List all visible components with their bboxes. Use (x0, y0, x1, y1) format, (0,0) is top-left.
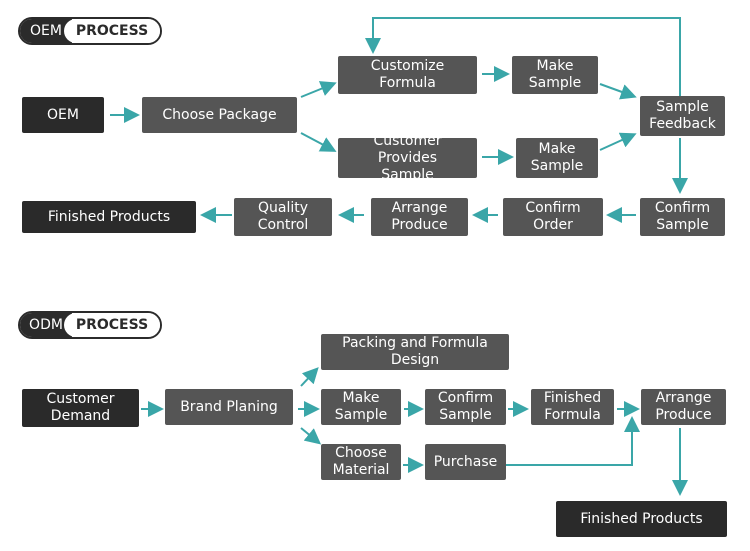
node-choose-package: Choose Package (142, 97, 297, 133)
node-quality-control: Quality Control (234, 198, 332, 236)
badge-left-label: OEM (20, 19, 72, 43)
node-confirm-order: Confirm Order (503, 198, 603, 236)
arrow-package-to-customize (300, 81, 337, 98)
arrow-feedback-loop (365, 17, 681, 96)
node-sample-feedback: Sample Feedback (640, 96, 725, 136)
badge-right-label: PROCESS (64, 19, 160, 43)
node-customer-provides-sample: Customer Provides Sample (338, 133, 477, 183)
node-make-sample-2: Make Sample (516, 138, 598, 178)
node-confirm-sample: Confirm Sample (425, 389, 506, 425)
node-oem: OEM (22, 97, 104, 133)
node-make-sample-1: Make Sample (512, 56, 598, 94)
node-choose-material: Choose Material (321, 444, 401, 480)
arrow-make1-to-feedback (599, 83, 637, 100)
node-make-sample: Make Sample (321, 389, 401, 425)
node-customize-formula: Customize Formula (338, 56, 477, 94)
badge-left-label: ODM (20, 313, 72, 337)
arrow-purchase-to-arrange (506, 416, 640, 466)
badge-right-label: PROCESS (64, 313, 160, 337)
node-brand-planing: Brand Planing (165, 389, 293, 425)
arrow-make2-to-feedback (599, 132, 637, 151)
node-arrange-produce: Arrange Produce (641, 389, 726, 425)
node-customer-demand: Customer Demand (22, 389, 139, 427)
arrow-brand-to-material (300, 427, 322, 445)
arrow-package-to-provides (300, 132, 337, 152)
oem-process-badge: OEM PROCESS (18, 17, 162, 45)
node-confirm-sample: Confirm Sample (640, 198, 725, 236)
node-arrange-produce: Arrange Produce (371, 198, 468, 236)
node-finished-products: Finished Products (22, 201, 196, 233)
node-finished-products: Finished Products (556, 501, 727, 537)
node-packing-formula-design: Packing and Formula Design (321, 334, 509, 370)
arrow-brand-to-packing (300, 367, 319, 387)
odm-process-badge: ODM PROCESS (18, 311, 162, 339)
node-finished-formula: Finished Formula (531, 389, 614, 425)
node-purchase: Purchase (425, 444, 506, 480)
